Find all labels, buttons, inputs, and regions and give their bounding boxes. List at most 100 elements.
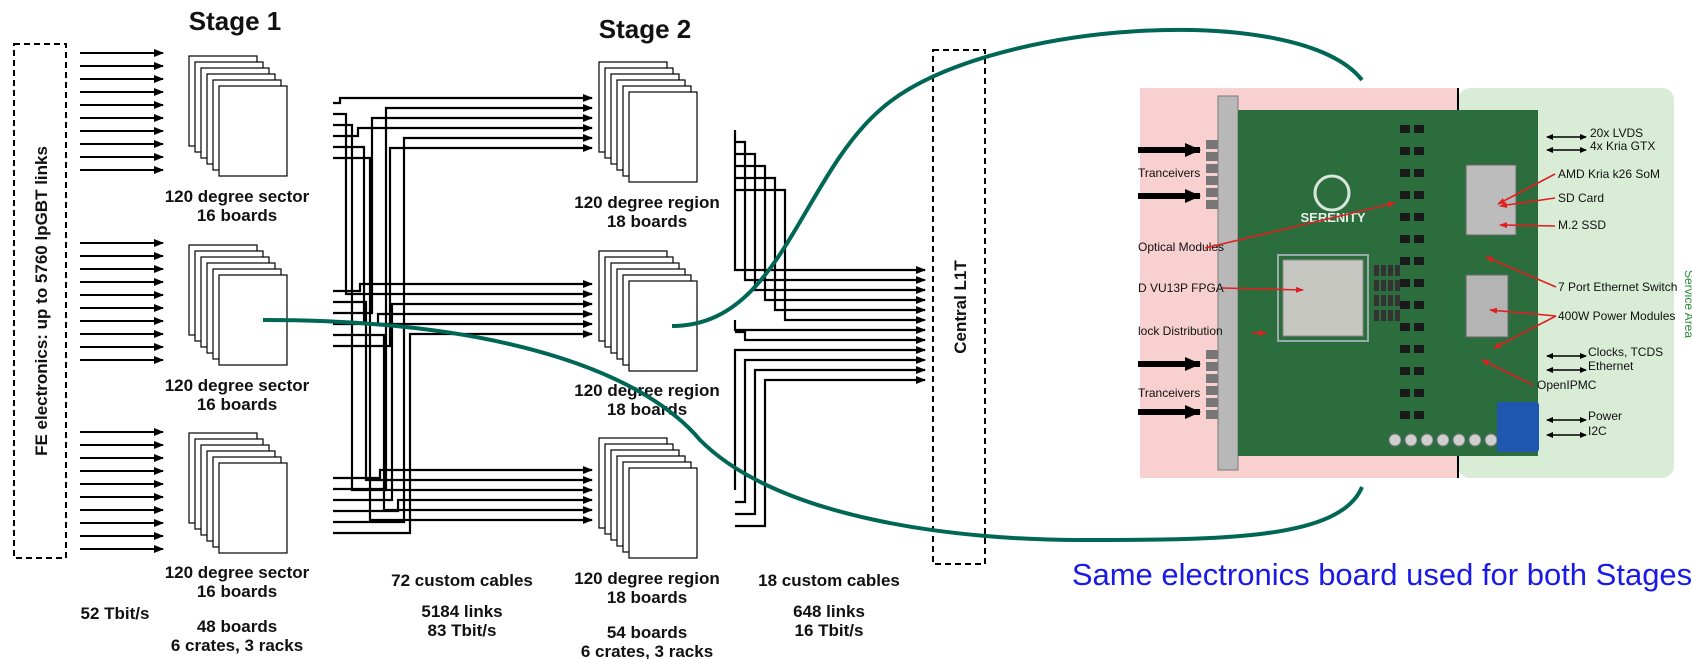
capacitor [1453,434,1465,446]
regulator [1374,265,1379,276]
stage2-central-cable [735,370,925,514]
optical-module [1400,411,1410,419]
label-transceivers-bottom: Tranceivers [1138,386,1200,400]
stage2-board [629,92,697,182]
optical-module [1414,323,1424,331]
optical-module [1400,147,1410,155]
cables2-rate: 16 Tbit/s [795,621,864,640]
power-module [1466,275,1508,337]
capacitor [1485,434,1497,446]
stage2-title: Stage 2 [599,14,692,44]
stage2-central-cable [735,360,925,502]
stage2-region-3-line2: 18 boards [607,588,687,607]
stage2-central-cable [735,130,925,270]
optical-module [1414,147,1424,155]
stage2-region-1-line2: 18 boards [607,212,687,231]
regulator [1395,295,1400,306]
optical-module [1400,345,1410,353]
regulator [1374,295,1379,306]
stage2-board-stacks [599,62,697,558]
optical-port [1206,200,1218,209]
label-ethernet: Ethernet [1588,359,1634,373]
stage1-board [219,86,287,176]
optical-module [1414,191,1424,199]
stage1-sector-1-line2: 16 boards [197,206,277,225]
callout-line [1500,225,1555,226]
optical-module [1414,235,1424,243]
label-clock-distribution: lock Distribution [1138,324,1223,338]
optical-module [1400,323,1410,331]
optical-module [1400,213,1410,221]
fpga-chip [1283,260,1363,336]
stage1-sector-1-line1: 120 degree sector [165,187,310,206]
cables1-rate: 83 Tbit/s [428,621,497,640]
optical-port [1206,374,1218,383]
capacitor [1437,434,1449,446]
stage1-sector-3-line1: 120 degree sector [165,563,310,582]
optical-port [1206,362,1218,371]
regulator [1381,265,1386,276]
label-clocks-tcds: Clocks, TCDS [1588,345,1663,359]
stage2-total-crates: 6 crates, 3 racks [581,642,713,659]
optical-module [1414,301,1424,309]
label-lvds: 20x LVDS [1590,126,1643,140]
optical-port [1206,176,1218,185]
label-ethernet-switch: 7 Port Ethernet Switch [1558,280,1677,294]
optical-module [1414,279,1424,287]
cables2-label: 18 custom cables [758,571,900,590]
label-i2c: I2C [1588,424,1607,438]
stage1-board-stacks [189,56,287,553]
stage2-central-cable [735,142,925,280]
optical-port [1206,410,1218,419]
optical-port [1206,188,1218,197]
label-kria-gtx: 4x Kria GTX [1590,139,1655,153]
stage1-sector-2-line1: 120 degree sector [165,376,310,395]
label-fpga: D VU13P FPGA [1138,281,1224,295]
stage1-stage2-cable [333,334,592,533]
stage1-stage2-cable [333,335,592,510]
optical-module [1400,257,1410,265]
capacitor [1469,434,1481,446]
stage1-stage2-cable [333,302,592,480]
central-l1t-label: Central L1T [951,260,970,354]
stage2-total-boards: 54 boards [607,623,687,642]
fe-electronics-label: FE electronics: up to 5760 lpGBT links [32,146,51,456]
stage1-stage2-cable [333,98,592,103]
label-power: Power [1588,409,1622,423]
regulator [1395,310,1400,321]
optical-module [1400,235,1410,243]
stage1-total-crates: 6 crates, 3 racks [171,636,303,655]
stage1-sector-3-line2: 16 boards [197,582,277,601]
regulator [1388,295,1393,306]
stage1-title: Stage 1 [189,6,282,36]
optical-module [1400,279,1410,287]
stage2-board [629,468,697,558]
optical-module [1400,301,1410,309]
stage2-region-3-line1: 120 degree region [574,569,720,588]
label-openipmc: OpenIPMC [1537,378,1597,392]
label-transceivers-top: Tranceivers [1138,166,1200,180]
optical-module [1414,257,1424,265]
optical-module [1414,411,1424,419]
label-kria-som: AMD Kria k26 SoM [1558,167,1660,181]
optical-module [1414,389,1424,397]
capacitor [1389,434,1401,446]
capacitor [1421,434,1433,446]
cables2-links: 648 links [793,602,865,621]
rear-connector [1497,402,1539,452]
optical-port [1206,350,1218,359]
same-board-caption: Same electronics board used for both Sta… [1072,557,1692,592]
regulator [1388,280,1393,291]
fe-bandwidth: 52 Tbit/s [81,604,150,623]
optical-port [1206,398,1218,407]
stage1-total-boards: 48 boards [197,617,277,636]
stage2-central-cable [735,380,925,526]
stage2-central-cable [735,332,925,340]
regulator [1395,265,1400,276]
label-m2-ssd: M.2 SSD [1558,218,1606,232]
regulator [1381,280,1386,291]
optical-module [1400,191,1410,199]
regulator [1381,295,1386,306]
optical-port [1206,386,1218,395]
